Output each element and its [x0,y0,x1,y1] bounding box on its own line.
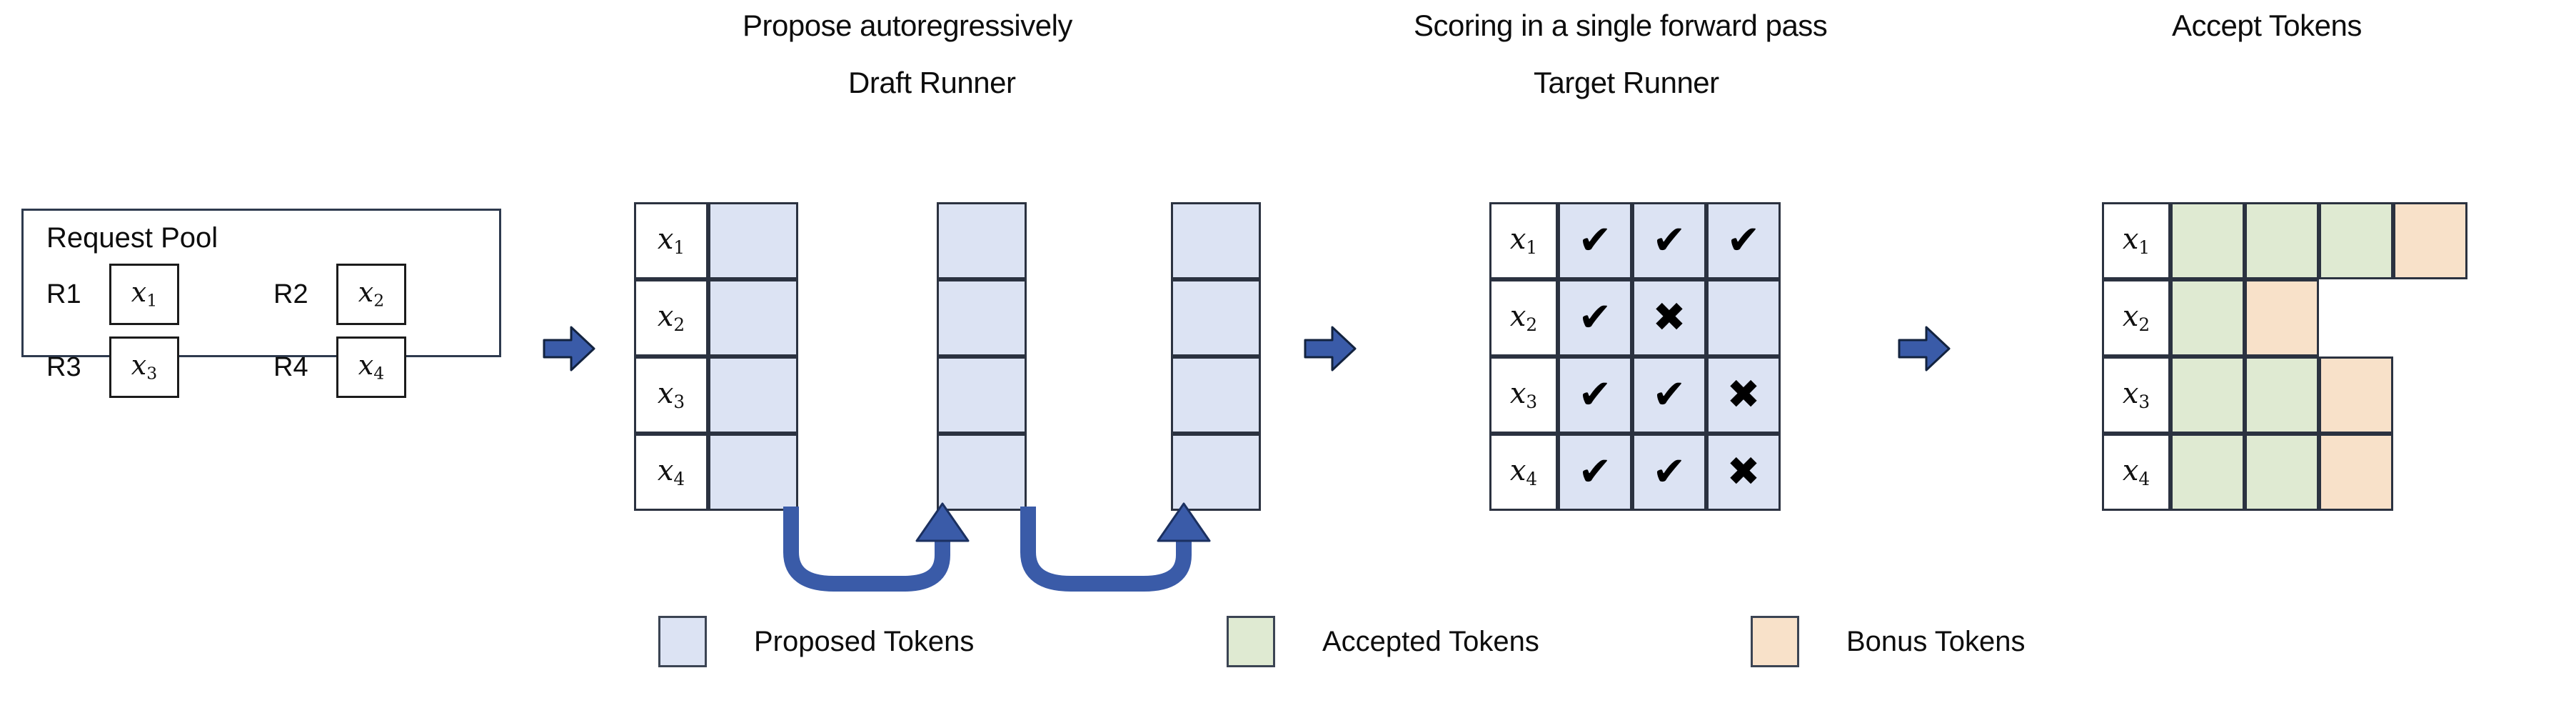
draft-cell-s1-r2 [708,279,798,357]
accept-cell-r4-c2 [2245,434,2319,511]
target-mark-r2-c3 [1706,279,1781,357]
draft-cell-s3-r2 [1171,279,1261,357]
target-runner-caption: Scoring in a single forward pass [1414,9,1828,42]
accept-cell-r3-c3 [2319,357,2393,434]
request-row-2: R2 x2 [273,264,406,325]
accept-cell-r3-c2 [2245,357,2319,434]
draft-cell-s2-r3 [937,357,1027,434]
target-mark-r4-c2: ✔ [1632,434,1706,511]
draft-loop-arrow-2-icon [1020,502,1211,592]
legend-label-proposed: Proposed Tokens [754,625,975,657]
target-mark-r1-c3: ✔ [1706,202,1781,279]
target-mark-r3-c2: ✔ [1632,357,1706,434]
flow-arrow-draft-to-target-icon [1304,326,1357,372]
request-pool-box: Request Pool R1 x1 R2 x2 R3 x3 R4 x4 [21,209,501,398]
target-mark-r1-c1: ✔ [1558,202,1632,279]
accept-cell-r2-c1 [2170,279,2245,357]
draft-loop-arrow-1-icon [783,502,970,592]
draft-row-label-2: x2 [634,279,708,357]
flow-arrow-target-to-accept-icon [1898,326,1951,372]
draft-cell-s1-r3 [708,357,798,434]
legend-swatch-bonus-icon [1751,616,1799,667]
request-id-r1: R1 [46,279,81,309]
draft-runner-caption: Propose autoregressively [743,9,1072,42]
accept-row-label-4: x4 [2102,434,2170,511]
request-row-1: R1 x1 [46,264,179,325]
draft-row-label-1: x1 [634,202,708,279]
accept-cell-r1-c3 [2319,202,2393,279]
flow-arrow-pool-to-draft-icon [543,326,595,372]
accept-row-label-3: x3 [2102,357,2170,434]
legend-swatch-proposed-icon [658,616,707,667]
draft-cell-s1-r1 [708,202,798,279]
accept-cell-r2-c2 [2245,279,2319,357]
legend: Proposed Tokens Accepted Tokens Bonus To… [0,606,2576,684]
legend-item-bonus: Bonus Tokens [1751,616,2026,667]
request-pool-title: Request Pool [46,222,218,254]
draft-row-label-4: x4 [634,434,708,511]
accept-tokens-title: Accept Tokens [2172,9,2362,42]
target-mark-r2-c1: ✔ [1558,279,1632,357]
target-mark-r1-c2: ✔ [1632,202,1706,279]
token-label: x3 [131,349,158,384]
token-label: x2 [358,276,385,311]
target-row-label-1: x1 [1489,202,1558,279]
target-row-label-4: x4 [1489,434,1558,511]
draft-cell-s2-r4 [937,434,1027,511]
target-mark-r3-c1: ✔ [1558,357,1632,434]
draft-cell-s2-r2 [937,279,1027,357]
draft-cell-s3-r3 [1171,357,1261,434]
target-row-label-3: x3 [1489,357,1558,434]
request-token-r1: x1 [109,264,179,325]
target-mark-r3-c3: ✖ [1706,357,1781,434]
token-label: x4 [358,349,385,384]
accept-cell-r4-c1 [2170,434,2245,511]
legend-label-bonus: Bonus Tokens [1846,625,2026,657]
request-token-r3: x3 [109,336,179,398]
legend-label-accepted: Accepted Tokens [1322,625,1539,657]
accept-cell-r1-c1 [2170,202,2245,279]
accept-cell-r1-c2 [2245,202,2319,279]
target-mark-r4-c1: ✔ [1558,434,1632,511]
accept-row-label-1: x1 [2102,202,2170,279]
draft-cell-s1-r4 [708,434,798,511]
target-mark-r2-c2: ✖ [1632,279,1706,357]
legend-item-proposed: Proposed Tokens [658,616,974,667]
draft-row-label-3: x3 [634,357,708,434]
request-id-r3: R3 [46,352,81,382]
request-token-r2: x2 [336,264,406,325]
accept-cell-r3-c1 [2170,357,2245,434]
legend-swatch-accepted-icon [1227,616,1275,667]
target-runner-title: Target Runner [1534,66,1719,99]
token-label: x1 [131,276,158,311]
legend-item-accepted: Accepted Tokens [1227,616,1539,667]
accept-cell-r4-c3 [2319,434,2393,511]
draft-runner-title: Draft Runner [848,66,1016,99]
request-token-r4: x4 [336,336,406,398]
request-id-r2: R2 [273,279,308,309]
draft-cell-s2-r1 [937,202,1027,279]
target-mark-r4-c3: ✖ [1706,434,1781,511]
target-row-label-2: x2 [1489,279,1558,357]
accept-row-label-2: x2 [2102,279,2170,357]
request-row-3: R3 x3 [46,336,179,398]
request-row-4: R4 x4 [273,336,406,398]
draft-cell-s3-r4 [1171,434,1261,511]
request-id-r4: R4 [273,352,308,382]
accept-cell-r1-c4 [2393,202,2467,279]
draft-cell-s3-r1 [1171,202,1261,279]
